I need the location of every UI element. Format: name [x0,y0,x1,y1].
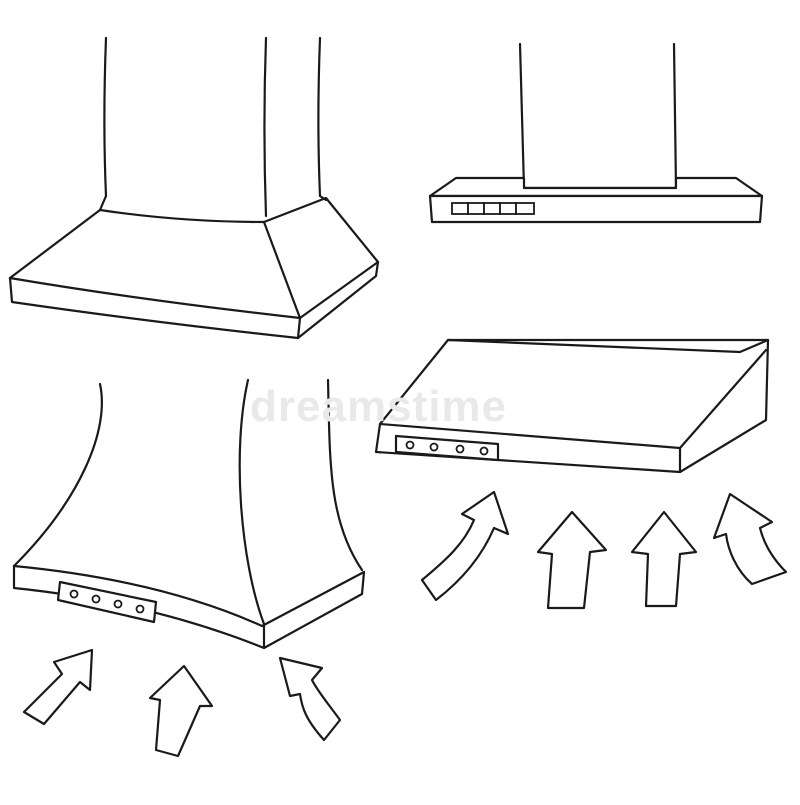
control-button-1[interactable] [451,202,469,215]
canopy-corner-slope [262,220,302,320]
curved-corner-profile [238,378,266,626]
control-knob-1[interactable] [405,440,415,450]
airflow-arrow-2 [536,510,608,610]
canopy-left-slope [8,208,102,280]
control-button-4[interactable] [499,202,517,215]
hood-side-band [262,570,366,650]
curved-right-profile [326,378,364,572]
airflow-arrow-right [278,656,342,742]
control-strip [394,434,500,462]
hood-top-edge [12,564,366,628]
control-button-3[interactable] [483,202,501,215]
airflow-arrow-4 [712,492,788,586]
control-strip-frame [394,434,500,462]
side-band [296,260,380,340]
chimney-base-left [98,194,108,212]
control-panel-frame [56,580,158,624]
control-knob-3[interactable] [113,599,123,609]
control-knob-3[interactable] [455,444,465,454]
control-knob-1[interactable] [69,589,79,599]
control-button-2[interactable] [467,202,485,215]
airflow-arrow-1 [420,490,510,602]
hood-top-panel [428,176,764,198]
button-strip [451,202,535,215]
control-knob-2[interactable] [429,442,439,452]
control-knob-4[interactable] [135,604,145,614]
pyramid-chimney-hood [8,36,380,340]
chimney-corner-edge [263,36,268,218]
flat-wall-hood [428,42,764,224]
top-back-edge [446,338,770,354]
airflow-arrow-3 [630,510,698,608]
canopy-top-rim [98,196,380,264]
curved-chimney-hood [12,378,366,758]
control-panel [56,580,158,624]
airflow-arrow-left [22,648,94,726]
front-band [8,276,302,340]
slim-under-cabinet-hood [374,338,788,610]
chimney-duct [518,42,678,190]
control-knob-4[interactable] [479,446,489,456]
chimney-left-edge [103,36,108,198]
chimney-right-edge [317,36,322,198]
airflow-arrow-middle [148,664,214,758]
canopy-bottom-edge [8,260,380,320]
curved-left-profile [12,382,103,568]
control-knob-2[interactable] [91,594,101,604]
control-button-5[interactable] [515,202,535,215]
